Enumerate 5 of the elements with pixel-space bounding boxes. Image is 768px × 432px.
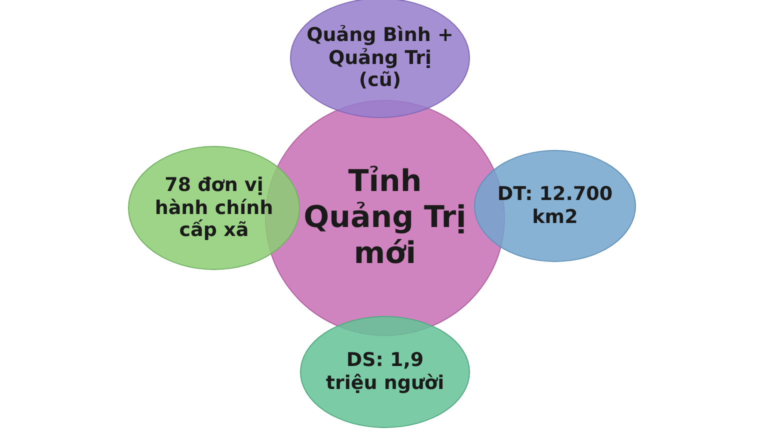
node-label: DT: 12.700 km2: [496, 183, 614, 229]
node-label: Quảng Bình + Quảng Trị (cũ): [306, 24, 454, 92]
node-label: 78 đơn vị hành chính cấp xã: [154, 174, 274, 242]
node-label: Tỉnh Quảng Trị mới: [302, 164, 468, 272]
node-label: DS: 1,9 triệu người: [325, 349, 445, 395]
